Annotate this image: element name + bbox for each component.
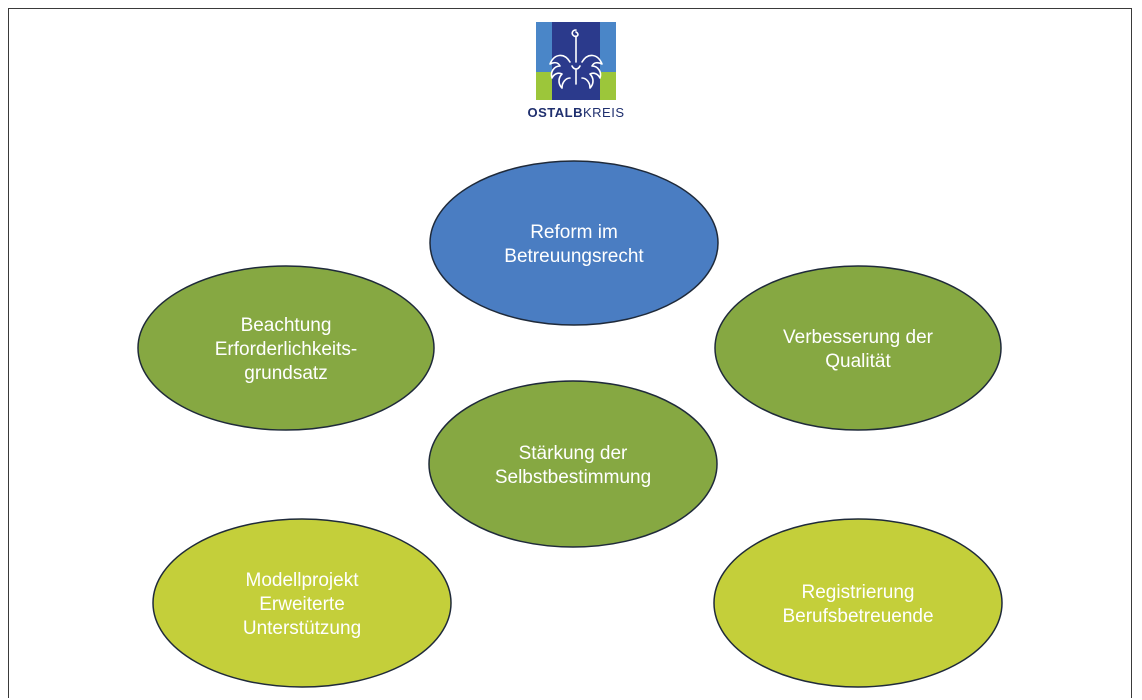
node-label-reform: Betreuungsrecht — [504, 246, 644, 267]
node-label-verbesserung: Verbesserung der — [783, 327, 934, 348]
node-label-staerkung: Selbstbestimmung — [495, 467, 651, 488]
logo-wordmark: OSTALBKREIS — [527, 105, 625, 120]
node-label-reform: Reform im — [530, 222, 618, 243]
node-label-verbesserung: Qualität — [825, 351, 891, 372]
node-label-modellprojekt: Modellprojekt — [246, 570, 360, 591]
node-ellipse-modellprojekt — [152, 518, 452, 688]
node-label-staerkung: Stärkung der — [519, 443, 628, 464]
node-ellipse-verbesserung — [714, 265, 1002, 431]
node-ellipse-reform — [429, 160, 719, 326]
node-label-registrierung: Berufsbetreuende — [782, 606, 933, 627]
node-ellipse-beachtung — [137, 265, 435, 431]
ostalbkreis-logo: OSTALBKREIS — [528, 22, 624, 122]
node-ellipse-staerkung — [428, 380, 718, 548]
node-label-beachtung: Beachtung — [241, 315, 332, 336]
node-ellipse-registrierung — [713, 518, 1003, 688]
node-label-modellprojekt: Unterstützung — [243, 618, 361, 639]
eagle-crest-icon — [536, 22, 616, 100]
node-label-beachtung: Erforderlichkeits- — [215, 339, 358, 360]
node-label-beachtung: grundsatz — [244, 363, 327, 384]
node-reform: Reform im Betreuungsrecht — [429, 160, 719, 326]
node-label-modellprojekt: Erweiterte — [259, 594, 345, 615]
node-label-registrierung: Registrierung — [802, 582, 915, 603]
